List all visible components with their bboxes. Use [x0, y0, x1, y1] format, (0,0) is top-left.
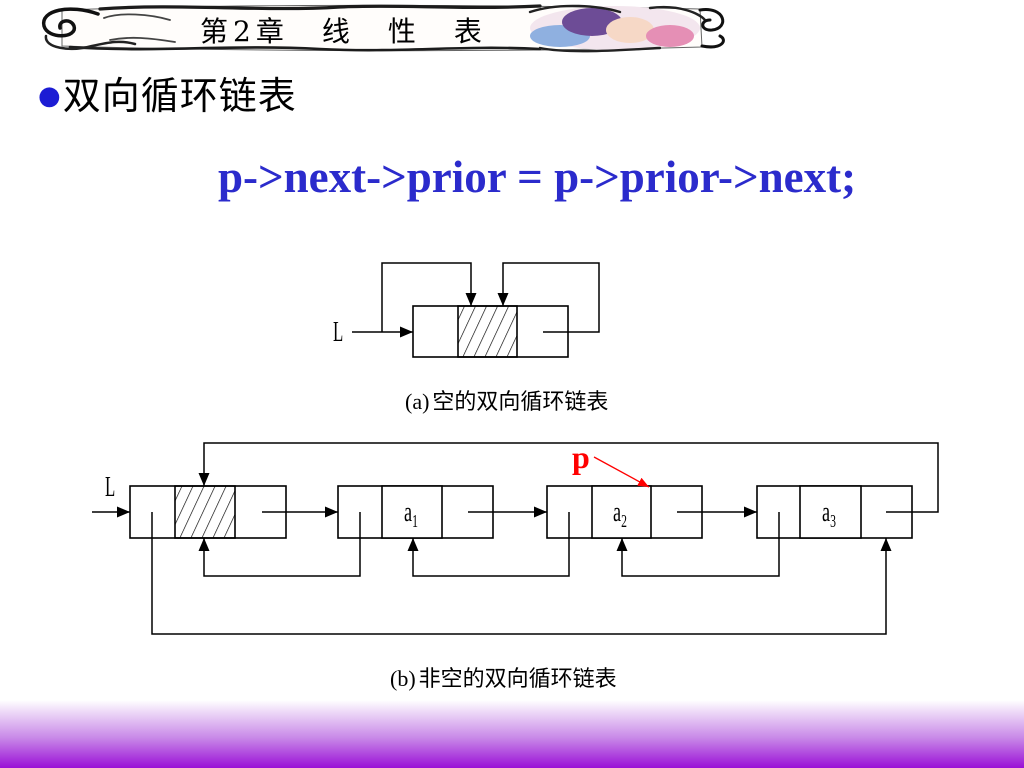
figure-b-head-pointer-label: L	[105, 471, 115, 503]
node-a3-label-name: a	[822, 497, 830, 528]
portrait-swirl	[528, 4, 707, 53]
node-a2: a2	[546, 485, 703, 539]
figure-a-caption-text: 空的双向循环链表	[432, 389, 608, 414]
node-a1-label-index: 1	[412, 512, 418, 532]
section-heading-text: 双向循环链表	[62, 74, 297, 118]
figure-a-next-pointer	[497, 262, 600, 333]
node-a2-data-cell	[591, 485, 652, 539]
banner-left-lower-curl	[44, 34, 137, 50]
section-heading: ● 双向循环链表	[38, 74, 297, 118]
current-pointer-arrow	[593, 456, 650, 488]
code-statement: p->next->prior = p->prior->next;	[218, 152, 857, 202]
doubly-circular-linked-list-diagram: L (a)空的双向循环链表 L a1 a2 a3	[92, 262, 939, 691]
banner-left-swirl	[103, 13, 176, 43]
banner-left-curl	[42, 7, 100, 38]
figure-a-empty-list: L (a)空的双向循环链表	[333, 262, 608, 414]
figure-b-caption-tag: (b)	[390, 666, 416, 691]
figure-b-nonempty-list: L a1 a2 a3 p (b)非空的双	[92, 439, 939, 691]
figure-a-head-pointer-label: L	[333, 316, 343, 348]
node-a2-label-name: a	[613, 497, 621, 528]
node-a3-data-cell	[799, 485, 862, 539]
bullet-marker: ●	[38, 81, 61, 111]
figure-a-prior-pointer	[381, 262, 477, 332]
portrait-cloth-pink	[646, 25, 694, 47]
figure-a-head-node-hatched-cell	[457, 305, 518, 358]
next-pointer-a3-to-head	[198, 442, 939, 513]
node-a3-label-index: 3	[830, 512, 836, 532]
figure-a-caption-tag: (a)	[405, 389, 429, 414]
current-pointer-label: p	[572, 439, 590, 475]
figure-b-caption: (b)非空的双向循环链表	[390, 666, 617, 691]
banner-portrait	[528, 4, 707, 53]
node-a1-data-cell	[381, 485, 443, 539]
prior-pointer-a3-to-a2	[616, 512, 780, 577]
figure-a-head-node	[412, 305, 569, 358]
node-a3-label: a3	[822, 497, 836, 531]
node-a1-label-name: a	[404, 497, 412, 528]
figure-a-caption: (a)空的双向循环链表	[405, 389, 608, 414]
banner-top-edge	[98, 4, 542, 11]
prior-pointer-a1-to-head	[198, 512, 361, 577]
head-node-hatched-cell	[174, 485, 236, 539]
banner-right-curl	[698, 8, 725, 49]
node-a1-label: a1	[404, 497, 418, 531]
footer-gradient-band	[0, 700, 1024, 768]
portrait-face	[606, 17, 654, 43]
node-a2-label-index: 2	[621, 512, 627, 532]
banner-bottom-edge	[68, 45, 542, 52]
chapter-title: 第2章 线 性 表	[200, 15, 487, 48]
figure-b-caption-text: 非空的双向循环链表	[419, 666, 617, 691]
prior-pointer-a2-to-a1	[407, 512, 570, 577]
prior-pointer-head-to-a3	[151, 512, 892, 635]
node-a2-label: a2	[613, 497, 627, 531]
header-banner	[42, 4, 725, 53]
